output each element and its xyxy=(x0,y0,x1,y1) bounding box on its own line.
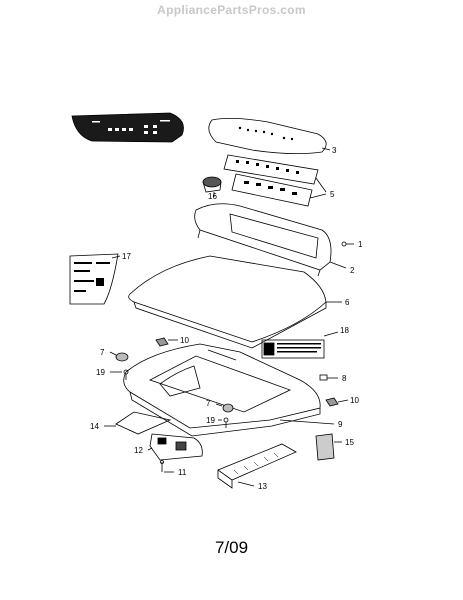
callout-17: 17 xyxy=(122,252,131,261)
part-10-hinge-top xyxy=(155,337,178,347)
part-19-screw-center xyxy=(218,417,229,428)
site-watermark: AppliancePartsPros.com xyxy=(157,3,306,17)
part-8-clip xyxy=(319,374,338,381)
part-10-hinge-right xyxy=(325,397,349,407)
callout-15: 15 xyxy=(345,438,354,447)
callout-7-left: 7 xyxy=(100,348,105,357)
part-18-warning-label xyxy=(261,331,339,359)
part-9-top-frame xyxy=(123,343,335,437)
part-16-knob xyxy=(202,176,222,197)
part-5-control-boards xyxy=(223,154,327,207)
part-7-bumper-center xyxy=(215,403,234,413)
callout-11: 11 xyxy=(178,468,187,477)
part-2-console xyxy=(194,203,347,277)
callout-13: 13 xyxy=(258,482,267,491)
callout-5: 5 xyxy=(330,190,335,199)
callout-18: 18 xyxy=(340,326,349,335)
part-1-screw xyxy=(341,241,354,247)
callout-19-center: 19 xyxy=(206,416,215,425)
part-11-screw xyxy=(160,460,174,473)
callout-9: 9 xyxy=(338,420,343,429)
part-7-bumper-left xyxy=(109,351,129,362)
callout-14: 14 xyxy=(90,422,99,431)
callout-12: 12 xyxy=(134,446,143,455)
part-15-cover xyxy=(315,433,342,461)
callout-6: 6 xyxy=(345,298,350,307)
part-12-dispenser xyxy=(147,433,203,461)
part-3-overlay xyxy=(208,118,331,154)
callout-3: 3 xyxy=(332,146,337,155)
callout-10-right: 10 xyxy=(350,396,359,405)
part-14-bracket xyxy=(104,411,172,435)
callout-16: 16 xyxy=(208,192,217,201)
part-19-screw-left xyxy=(110,369,129,380)
callout-10-top: 10 xyxy=(180,336,189,345)
callout-19-left: 19 xyxy=(96,368,105,377)
callout-8: 8 xyxy=(342,374,347,383)
callout-2: 2 xyxy=(350,266,355,275)
callout-1: 1 xyxy=(358,240,363,249)
part-17-label xyxy=(69,253,121,305)
revision-date: 7/09 xyxy=(214,538,249,557)
part-13-rail xyxy=(217,443,297,489)
control-overlay-dark xyxy=(71,112,184,143)
part-6-lid xyxy=(128,255,342,349)
callout-7-center: 7 xyxy=(206,399,211,408)
